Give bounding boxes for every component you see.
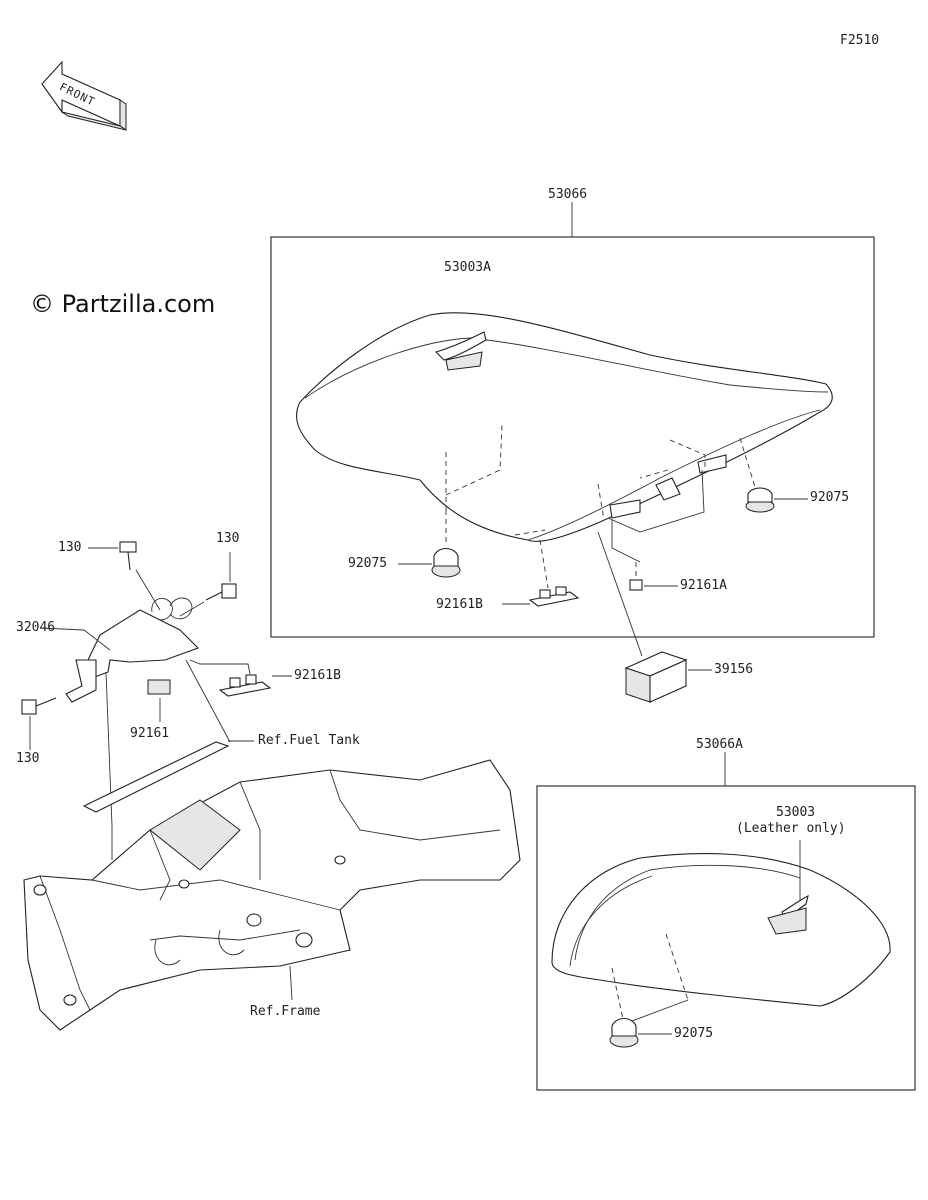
bolt-top-icon: [88, 541, 161, 611]
callout-32046: 32046: [16, 620, 56, 635]
callout-53003A: 53003A: [444, 260, 491, 275]
assembly-53066A-label: 53066A: [696, 737, 743, 752]
assembly-box-53066A: [536, 785, 916, 1091]
bolt-right-icon: [179, 552, 237, 617]
pad-icon: [597, 531, 712, 703]
front-arrow-icon: [41, 60, 127, 131]
callout-53003: 53003: [776, 805, 816, 820]
callout-92075-left: 92075: [348, 556, 388, 571]
callout-92161B-seat: 92161B: [436, 597, 483, 612]
callout-leather-note: (Leather only): [736, 821, 846, 836]
seat-53066-drawing: [296, 312, 833, 563]
figure-code: F2510: [840, 33, 880, 48]
callout-92161: 92161: [130, 726, 170, 741]
callout-ref-frame: Ref.Frame: [250, 1004, 321, 1019]
callout-130-top: 130: [58, 540, 82, 555]
bracket-32046-drawing: [39, 597, 199, 827]
assembly-53066-label: 53066: [548, 187, 588, 202]
callout-39156: 39156: [714, 662, 754, 677]
callout-130-right: 130: [216, 531, 240, 546]
callout-ref-fuel-tank: Ref.Fuel Tank: [258, 733, 360, 748]
fuel-tank-strip-icon: [82, 659, 254, 813]
frame-drawing: [23, 759, 521, 1031]
damper-right-icon: [745, 487, 808, 513]
callout-92161A: 92161A: [680, 578, 727, 593]
bushing-a-icon: [629, 562, 678, 591]
bushing-b-seat-icon: [502, 539, 580, 607]
seat-53066A-drawing: [551, 840, 891, 1025]
bolt-bottom-icon: [21, 697, 57, 750]
bushing-b-bracket-icon: [189, 659, 292, 697]
assembly-box-53066: [270, 236, 875, 638]
callout-92075-right: 92075: [810, 490, 850, 505]
damper-left-icon: [398, 510, 461, 578]
callout-130-bottom: 130: [16, 751, 40, 766]
callout-92075-rear: 92075: [674, 1026, 714, 1041]
callout-92161B-bracket: 92161B: [294, 668, 341, 683]
watermark: © Partzilla.com: [30, 290, 216, 318]
damper-rear-icon: [609, 1017, 672, 1048]
